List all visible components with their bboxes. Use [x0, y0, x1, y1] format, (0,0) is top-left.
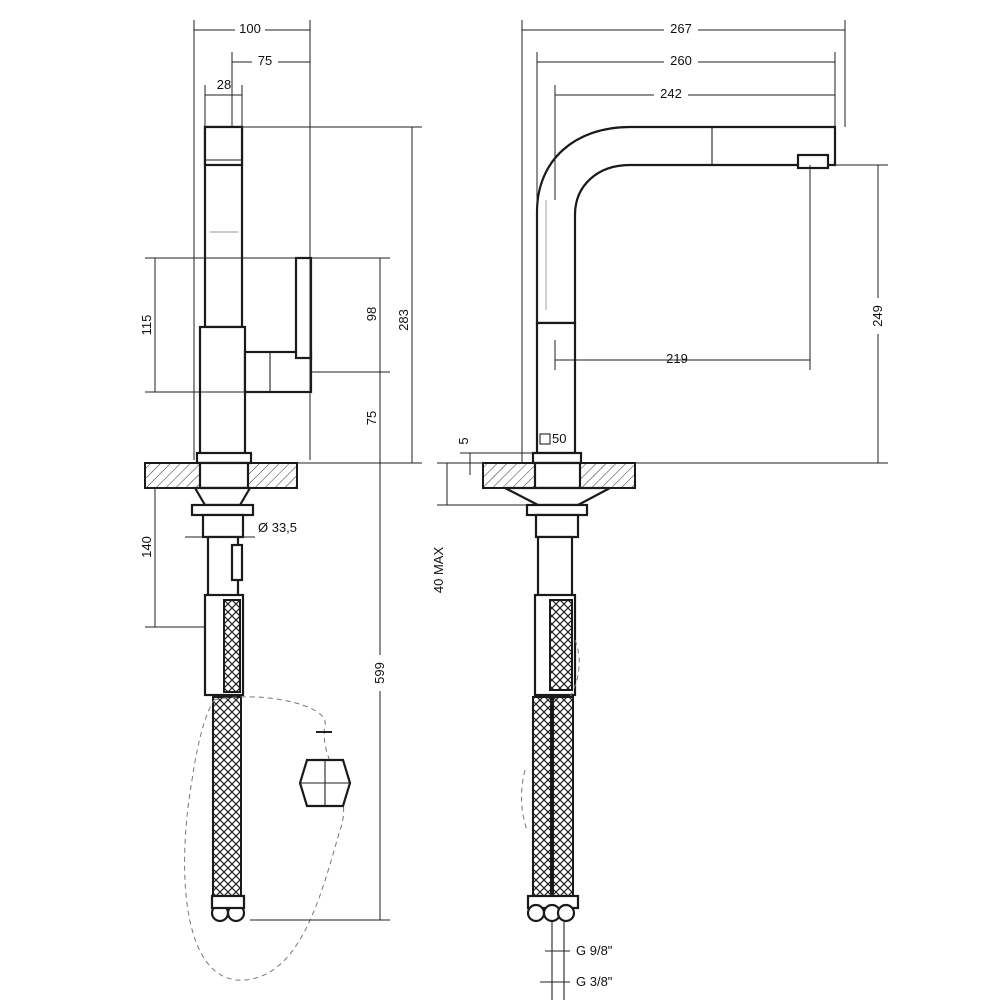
- side-braided-hose-left: [532, 696, 552, 898]
- side-braided-hose-right: [552, 696, 574, 898]
- dim-267: 267: [670, 21, 692, 36]
- dim-249: 249: [870, 305, 885, 327]
- front-body: [198, 325, 247, 462]
- front-view: 100 75 28 115 98 75 283 Ø 33,5 140: [139, 20, 422, 981]
- dim-28: 28: [217, 77, 231, 92]
- dim-40-max: 40 MAX: [431, 547, 446, 594]
- dim-115: 115: [139, 315, 154, 336]
- dim-75-top: 75: [258, 53, 272, 68]
- front-braided-hose: [212, 696, 242, 898]
- dim-140: 140: [139, 536, 154, 558]
- front-handle-lever: [294, 256, 313, 360]
- thread-g98-label: G 9/8": [576, 943, 613, 958]
- dim-75-side: 75: [364, 411, 379, 425]
- dim-242: 242: [660, 86, 682, 101]
- dim-50: 50: [552, 431, 566, 446]
- dim-100: 100: [239, 21, 261, 36]
- thread-g38-label: G 3/8": [576, 974, 613, 989]
- front-spout-outlet: [203, 125, 244, 167]
- dim-5: 5: [456, 437, 471, 444]
- dim-219: 219: [666, 351, 688, 366]
- side-hose-column: [536, 535, 574, 599]
- front-pullout-path: [184, 696, 345, 981]
- dim-diameter: Ø 33,5: [258, 520, 297, 535]
- counterweight-icon: [298, 731, 352, 808]
- dim-98: 98: [364, 307, 379, 321]
- dim-260: 260: [670, 53, 692, 68]
- side-view: 267 260 242 219 249 50 5 40 MAX: [431, 20, 888, 1000]
- dim-599: 599: [372, 662, 387, 684]
- dim-283: 283: [396, 309, 411, 331]
- side-spout-arm: [535, 125, 837, 325]
- side-body: [535, 321, 577, 455]
